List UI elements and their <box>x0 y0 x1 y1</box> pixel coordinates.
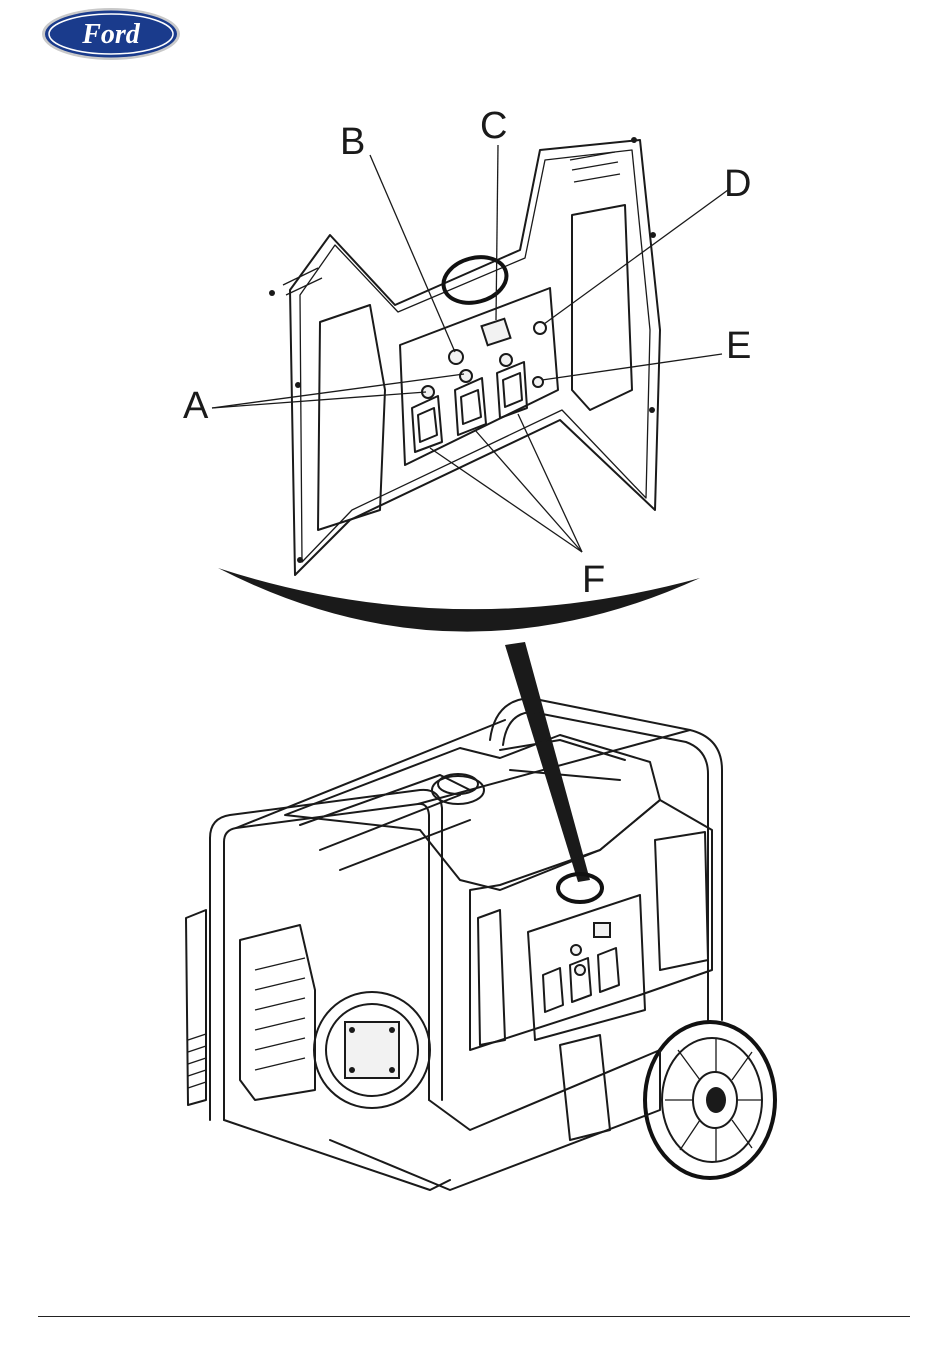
generator-illustration <box>186 698 775 1190</box>
vent-slots <box>283 152 620 295</box>
callout-d: D <box>724 163 751 205</box>
control-panel-detail: A B C D E F <box>183 105 751 601</box>
callout-f: F <box>582 559 605 601</box>
breaker-button-2 <box>500 354 512 366</box>
callout-c: C <box>480 105 507 147</box>
magnifier-pointer <box>218 568 700 882</box>
callout-leaders <box>212 145 728 552</box>
wheel <box>645 1022 775 1178</box>
ford-logo-text: Ford <box>81 19 141 50</box>
callout-b: B <box>340 121 365 163</box>
footer-rule <box>38 1316 910 1317</box>
callout-a: A <box>183 385 209 427</box>
generator-diagram: A B C D E F <box>0 90 950 1250</box>
callout-e: E <box>726 325 751 367</box>
ground-terminal <box>533 377 543 387</box>
panel-meter <box>481 319 510 345</box>
ford-logo: Ford <box>40 6 182 62</box>
breaker-button-1 <box>449 350 463 364</box>
breaker-button-3 <box>460 370 472 382</box>
